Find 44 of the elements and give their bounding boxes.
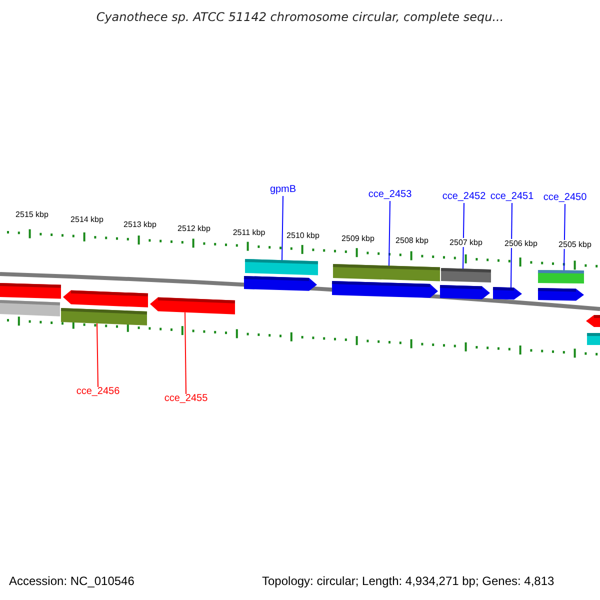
leader-line	[388, 200, 390, 266]
gene-label: cce_2453	[368, 189, 412, 200]
leader-line	[282, 196, 284, 261]
gene-feature	[492, 287, 522, 300]
leader-line	[96, 322, 98, 388]
scale-label: 2515 kbp	[14, 210, 50, 220]
gene-feature	[63, 290, 148, 308]
scale-label: 2512 kbp	[176, 224, 212, 234]
leader-line	[510, 202, 512, 288]
gene-feature	[440, 285, 490, 300]
scale-label: 2514 kbp	[70, 215, 104, 224]
accession-text: Accession: NC_010546	[9, 575, 134, 589]
scale-label: 2507 kbp	[448, 238, 484, 248]
gene-feature	[244, 276, 317, 291]
gene-feature	[332, 264, 440, 282]
gene-label: cce_2451	[490, 191, 534, 202]
scale-label: 2505 kbp	[558, 240, 592, 250]
sequence-stats-text: Topology: circular; Length: 4,934,271 bp; Genes: 4,813	[262, 575, 554, 589]
gene-feature	[538, 270, 584, 284]
gene-label: cce_2456	[76, 386, 120, 398]
gene-label: cce_2450	[543, 192, 587, 204]
leader-line	[564, 204, 566, 271]
scale-label: 2506 kbp	[504, 239, 538, 248]
gene-label: cce_2455	[164, 393, 208, 404]
leader-line	[184, 312, 186, 394]
gene-feature	[0, 283, 62, 299]
leader-line	[462, 202, 464, 270]
gene-feature	[538, 288, 584, 301]
gene-label: gpmB	[270, 184, 296, 196]
title: Cyanothece sp. ATCC 51142 chromosome circular, complete sequ...	[96, 11, 504, 25]
gene-feature	[150, 297, 236, 314]
scale-label: 2513 kbp	[122, 220, 158, 230]
scale-label: 2509 kbp	[340, 234, 376, 244]
gene-feature	[0, 300, 60, 316]
gene-feature	[60, 308, 148, 326]
gene-label: cce_2452	[442, 191, 486, 202]
scale-label: 2511 kbp	[232, 228, 266, 238]
gene-feature	[440, 268, 492, 282]
gene-feature	[587, 333, 600, 345]
gene-feature	[586, 315, 600, 327]
scale-label: 2508 kbp	[394, 236, 430, 246]
gene-feature	[244, 259, 318, 276]
gene-feature	[332, 281, 438, 298]
scale-label: 2510 kbp	[286, 231, 320, 240]
